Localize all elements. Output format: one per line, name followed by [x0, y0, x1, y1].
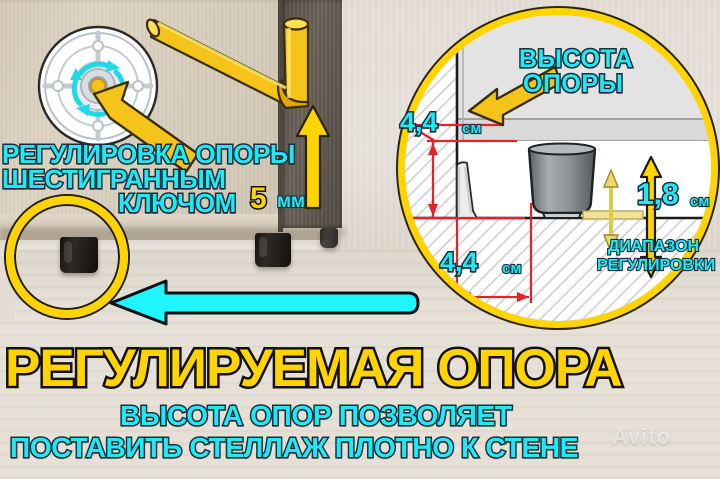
banner-subtitle-line-1: ВЫСОТА ОПОР ПОЗВОЛЯЕТ: [119, 399, 514, 433]
allen-key-icon: [146, 17, 310, 110]
support-height-value: 4,4: [399, 106, 440, 139]
support-width-unit: см: [501, 259, 523, 278]
callout-line-1: РЕГУЛИРОВКА ОПОРЫ: [1, 138, 297, 171]
pointer-arrow-icon: [467, 65, 563, 127]
support-height-unit: см: [461, 119, 483, 138]
support-dimension-diagram: [405, 15, 711, 321]
hex-key-size-value: 5: [249, 181, 269, 217]
range-label-line-1: ДИАПАЗОН: [607, 237, 700, 256]
furniture-leg: [320, 228, 338, 248]
furniture-leg: [255, 233, 291, 267]
callout-line-2: ШЕСТИГРАННЫМ: [0, 163, 227, 196]
adjustment-range-unit: см: [689, 192, 711, 211]
watermark: Avito: [612, 424, 672, 449]
adjustment-range-value: 1,8: [636, 177, 681, 213]
up-arrow-icon: [295, 104, 331, 210]
double-arrow-icon: [602, 155, 663, 279]
banner-subtitle-line-2: ПОСТАВИТЬ СТЕЛЛАЖ ПЛОТНО К СТЕНЕ: [8, 431, 579, 465]
hex-key-size-unit: мм: [276, 190, 306, 213]
callout-line-3: КЛЮЧОМ: [117, 187, 238, 220]
range-label-line-2: РЕГУЛИРОВКИ: [596, 256, 716, 275]
circle-heading-line-2: ОПОРЫ: [522, 69, 625, 100]
support-width-value: 4,4: [439, 246, 480, 279]
cabinet-edge: [278, 0, 283, 232]
circle-heading-line-1: ВЫСОТА: [517, 44, 634, 75]
cyan-left-arrow-icon: [109, 279, 420, 326]
pointer-arrow-icon: [92, 80, 200, 174]
banner-title: РЕГУЛИРУЕМАЯ ОПОРА: [3, 337, 626, 401]
magnifier-ring-icon: [6, 196, 128, 318]
technical-drawing-circle: [398, 8, 718, 328]
